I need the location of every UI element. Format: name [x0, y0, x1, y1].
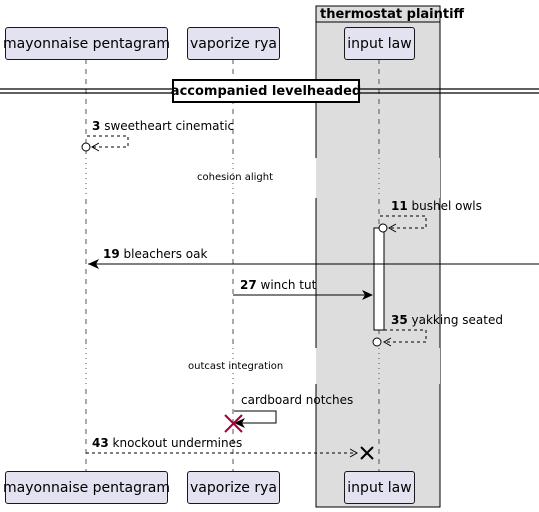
msg-3-label: 3 sweetheart cinematic — [92, 119, 235, 133]
participant-vaporize-bottom[interactable]: vaporize rya — [187, 471, 280, 504]
msg-35-label: 35 yakking seated — [391, 313, 503, 327]
msg-19-arrowhead — [88, 259, 99, 269]
msg-cardboard-arrowhead — [234, 418, 245, 428]
msg-cardboard-label: cardboard notches — [241, 393, 354, 407]
msg-3-arrowhead — [90, 142, 100, 152]
msg-43-arrowhead — [349, 448, 359, 458]
participant-input-law-bottom[interactable]: input law — [344, 471, 415, 504]
divider-label: accompanied levelheaded — [171, 79, 361, 103]
msg-3-circle — [81, 142, 91, 152]
msg-43-label: 43 knockout undermines — [92, 436, 243, 450]
group-title: thermostat plaintiff — [320, 7, 465, 22]
msg-35-line — [384, 329, 427, 343]
participant-mayonnaise-bottom[interactable]: mayonnaise pentagram — [3, 471, 170, 504]
msg-35-arrowhead — [382, 337, 392, 347]
msg-cardboard-line — [234, 410, 277, 424]
destroy-x-vaporize-b — [224, 414, 243, 433]
participant-input-law-top[interactable]: input law — [344, 27, 415, 60]
msg-35-circle — [372, 337, 382, 347]
ref-label-2: outcast integration — [188, 361, 284, 372]
activation-bar — [373, 227, 385, 331]
ref-label-1: cohesion alight — [197, 172, 274, 183]
msg-11-label: 11 bushel owls — [391, 199, 482, 213]
msg-3-line — [87, 135, 129, 148]
msg-19-label: 19 bleachers oak — [103, 247, 208, 261]
participant-mayonnaise-top[interactable]: mayonnaise pentagram — [3, 27, 170, 60]
msg-27-label: 27 winch tut — [240, 278, 317, 292]
msg-27-arrowhead — [362, 290, 373, 300]
ref-gap-2b — [316, 348, 440, 384]
ref-gap-1 — [0, 158, 316, 198]
msg-11-circle — [378, 223, 388, 233]
destroy-x-input-b — [360, 446, 374, 460]
ref-gap-2 — [0, 348, 316, 384]
participant-vaporize-top[interactable]: vaporize rya — [187, 27, 280, 60]
msg-11-arrowhead — [387, 223, 397, 233]
ref-gap-1b — [316, 158, 440, 198]
